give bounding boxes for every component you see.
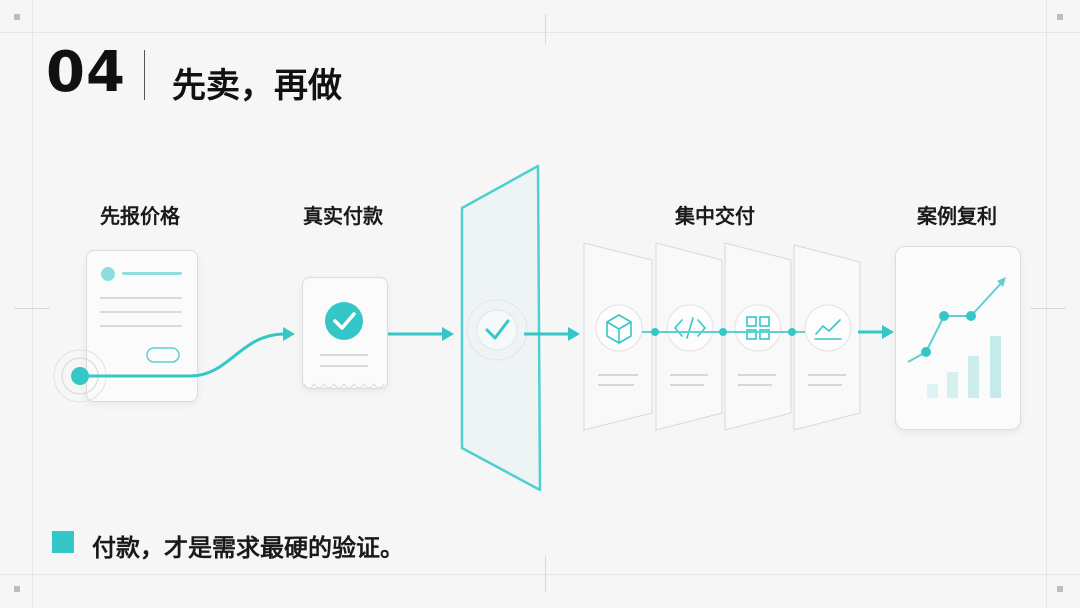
arrowhead-2 xyxy=(442,327,454,341)
guide-tick-top xyxy=(545,14,546,44)
corner-mark-br xyxy=(1057,586,1063,592)
panel-1-line-2 xyxy=(598,384,634,386)
line-chart-icon xyxy=(814,319,842,340)
arrowhead-4 xyxy=(882,325,894,339)
arrowhead-1 xyxy=(283,327,295,341)
guide-line-bottom xyxy=(0,574,1080,575)
chart-icon-ring xyxy=(804,304,852,352)
quote-avatar-dot xyxy=(101,267,115,281)
quote-text-line-1 xyxy=(100,297,182,299)
receipt-line-2 xyxy=(320,365,368,367)
grid-icon-ring xyxy=(734,304,782,352)
quote-title-line xyxy=(122,272,182,275)
footer-bullet xyxy=(52,531,74,553)
receipt-line-1 xyxy=(320,354,368,356)
panel-1-line-1 xyxy=(598,374,638,376)
quote-card-content xyxy=(100,267,182,363)
step-label-delivery: 集中交付 xyxy=(675,204,755,228)
corner-mark-tl xyxy=(14,14,20,20)
gate-ring-outer xyxy=(466,299,528,361)
check-icon xyxy=(333,312,356,330)
arrowhead-3 xyxy=(568,327,580,341)
gate-check-icon xyxy=(485,319,510,340)
corner-mark-tr xyxy=(1057,14,1063,20)
step-label-quote: 先报价格 xyxy=(100,204,180,228)
receipt-torn-edge xyxy=(303,383,385,389)
panel-2-line-1 xyxy=(670,374,708,376)
guide-tick-bottom xyxy=(545,556,546,592)
growth-bar-2 xyxy=(947,372,958,398)
growth-bar-3 xyxy=(968,356,979,398)
panel-4-line-2 xyxy=(808,384,842,386)
panel-2-line-2 xyxy=(670,384,704,386)
panel-3-line-2 xyxy=(738,384,772,386)
quote-text-line-2 xyxy=(100,311,182,313)
receipt-content xyxy=(303,302,385,389)
delivery-node-2 xyxy=(719,328,727,336)
page-title: 先卖，再做 xyxy=(172,66,342,106)
step-label-payment: 真实付款 xyxy=(303,204,383,228)
section-number: 04 xyxy=(46,40,126,105)
grid-icon xyxy=(746,316,770,340)
growth-point-1 xyxy=(921,347,931,357)
growth-bar-1 xyxy=(927,384,938,398)
quote-price-button xyxy=(146,347,180,363)
case-chart-content xyxy=(907,277,1006,398)
growth-point-3 xyxy=(966,311,976,321)
cube-icon xyxy=(606,314,632,344)
cube-icon-ring xyxy=(595,304,643,352)
guide-tick-left xyxy=(14,308,50,309)
guide-tick-right xyxy=(1030,308,1066,309)
connector-quote-to-payment xyxy=(88,332,286,378)
delivery-panels xyxy=(583,242,861,431)
validation-gate-panel xyxy=(460,164,542,492)
guide-line-right xyxy=(1046,0,1047,608)
corner-mark-bl xyxy=(14,586,20,592)
title-divider xyxy=(144,50,145,100)
growth-bar-4 xyxy=(990,336,1001,398)
delivery-node-1 xyxy=(651,328,659,336)
receipt-check-circle xyxy=(325,302,363,340)
gate-ring-inner xyxy=(476,309,518,351)
footer-caption: 付款，才是需求最硬的验证。 xyxy=(92,534,404,562)
quote-text-line-3 xyxy=(100,325,182,327)
panel-4-line-1 xyxy=(808,374,846,376)
step-label-compound: 案例复利 xyxy=(917,204,997,228)
delivery-node-3 xyxy=(788,328,796,336)
guide-line-left xyxy=(32,0,33,608)
growth-point-2 xyxy=(939,311,949,321)
guide-line-top xyxy=(0,32,1080,33)
panel-3-line-1 xyxy=(738,374,776,376)
growth-line-arrowhead xyxy=(997,277,1006,287)
code-icon xyxy=(674,317,706,339)
start-dot xyxy=(71,367,89,385)
